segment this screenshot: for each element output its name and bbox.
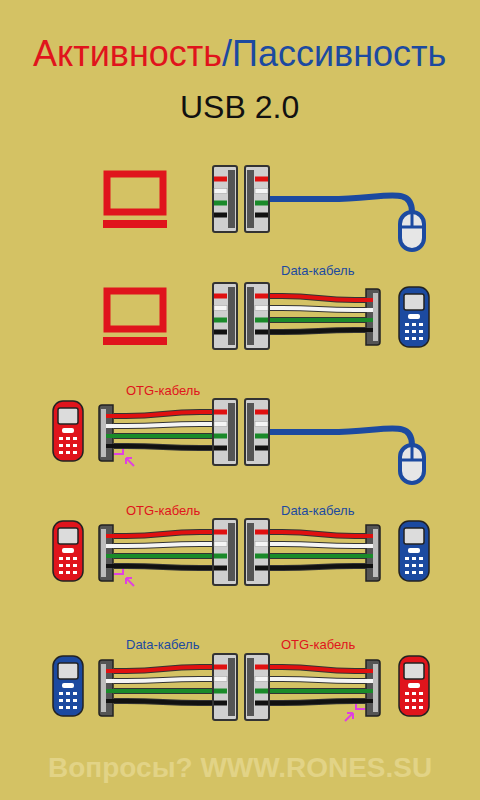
- cable-wire: [270, 544, 367, 546]
- cable-wire: [270, 688, 367, 694]
- cable-label: Data-кабель: [281, 264, 354, 278]
- cable-wire: [270, 308, 367, 310]
- cable-wire: [270, 679, 367, 681]
- cable-wire: [270, 701, 367, 703]
- cable-wire: [270, 667, 367, 671]
- cable-wire: [270, 679, 367, 681]
- cable-wire: [114, 679, 212, 681]
- cable-wire: [114, 667, 212, 671]
- cable-wire: [114, 412, 212, 416]
- cable-label: OTG-кабель: [126, 504, 200, 518]
- cable-wire: [114, 424, 212, 426]
- cable-wire: [270, 308, 367, 310]
- cable-wire: [114, 566, 212, 568]
- cable-wire: [114, 544, 212, 546]
- subtitle: USB 2.0: [180, 90, 299, 125]
- cable-wire: [114, 532, 212, 536]
- title-text: Пассивность: [232, 34, 446, 74]
- cable-wire: [114, 433, 212, 439]
- cable-wire: [114, 446, 212, 448]
- cable-wire: [114, 701, 212, 703]
- cable-wire: [270, 701, 367, 703]
- watermark: Вопросы? WWW.RONES.SU: [48, 753, 432, 784]
- cable-wire: [114, 553, 212, 559]
- cable-wire: [270, 296, 367, 300]
- cable-wire: [114, 688, 212, 694]
- cable-wire: [114, 412, 212, 416]
- cable-wire: [270, 532, 367, 536]
- title-text: /: [222, 34, 232, 74]
- cable-wire: [270, 330, 367, 332]
- cable-wire: [270, 667, 367, 671]
- cable-wire: [114, 446, 212, 448]
- cable-label: Data-кабель: [281, 504, 354, 518]
- cable-wire: [270, 317, 367, 323]
- cable-wire: [270, 318, 367, 322]
- cable-label: Data-кабель: [126, 638, 199, 652]
- cable-wire: [270, 689, 367, 693]
- cable-wire: [114, 566, 212, 568]
- cable-wire: [114, 689, 212, 693]
- cable-wire: [270, 566, 367, 568]
- cable-wire: [114, 554, 212, 558]
- cable-wire: [270, 566, 367, 568]
- cable-wire: [270, 554, 367, 558]
- cable-wire: [114, 544, 212, 546]
- title-row: Активность/Пассивность: [33, 34, 446, 74]
- cable-wire: [270, 296, 367, 300]
- cable-wire: [114, 434, 212, 438]
- cable-label: OTG-кабель: [126, 384, 200, 398]
- cable-wire: [270, 553, 367, 559]
- title-text: Активность: [33, 34, 222, 74]
- cable-wire: [114, 667, 212, 671]
- cable-wire: [114, 701, 212, 703]
- cable-label: OTG-кабель: [281, 638, 355, 652]
- cable-wire: [114, 424, 212, 426]
- cable-wire: [270, 544, 367, 546]
- cable-wire: [114, 679, 212, 681]
- cable-wire: [114, 532, 212, 536]
- cable-wire: [270, 532, 367, 536]
- cable-wire: [270, 330, 367, 332]
